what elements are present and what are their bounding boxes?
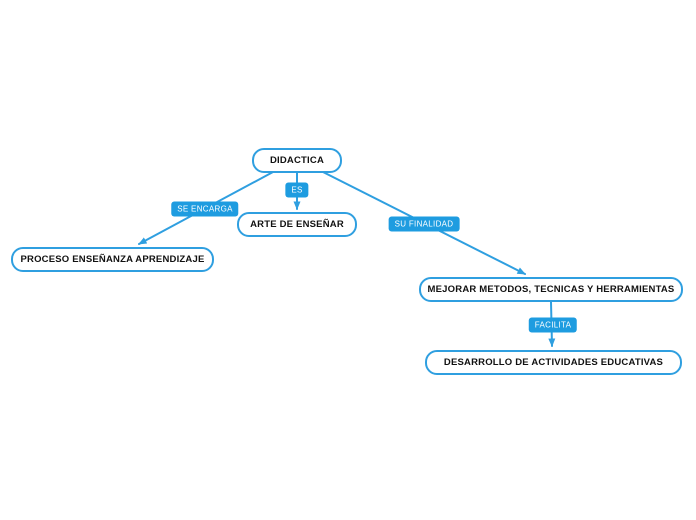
edge-label-facilita[interactable]: FACILITA xyxy=(528,317,578,333)
node-arte-de-ensenar[interactable]: ARTE DE ENSEÑAR xyxy=(237,212,357,237)
node-didactica[interactable]: DIDACTICA xyxy=(252,148,342,173)
node-proceso-ensenanza-aprendizaje[interactable]: PROCESO ENSEÑANZA APRENDIZAJE xyxy=(11,247,214,272)
node-desarrollo-actividades[interactable]: DESARROLLO DE ACTIVIDADES EDUCATIVAS xyxy=(425,350,682,375)
node-mejorar-metodos[interactable]: MEJORAR METODOS, TECNICAS Y HERRAMIENTAS xyxy=(419,277,683,302)
edge-label-es[interactable]: ES xyxy=(285,182,309,198)
edge-label-su-finalidad[interactable]: SU FINALIDAD xyxy=(388,216,460,232)
edge-label-se-encarga[interactable]: SE ENCARGA xyxy=(171,201,239,217)
